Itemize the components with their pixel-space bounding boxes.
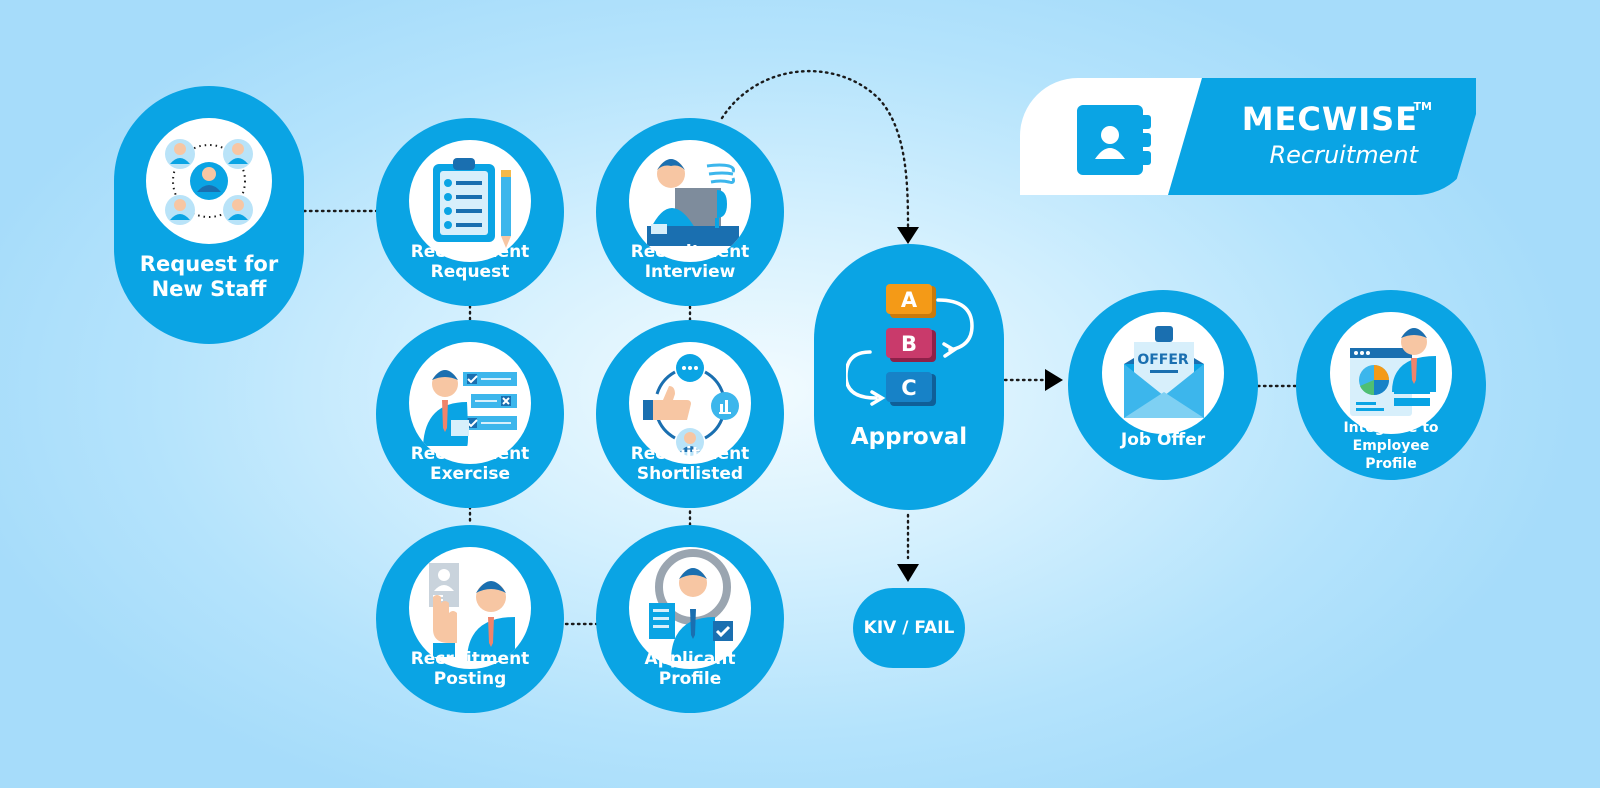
job-offer-label: Job Offer bbox=[1120, 430, 1206, 450]
shortlist-cycle-icon bbox=[629, 342, 751, 464]
node-label-line1: Request for bbox=[139, 252, 279, 276]
node-job-offer[interactable]: OFFER Job Offer bbox=[1068, 290, 1258, 480]
employee-dashboard-icon bbox=[1330, 312, 1452, 434]
node-recruitment-request[interactable]: Recruitment Request bbox=[376, 118, 564, 306]
kiv-fail-label: KIV / FAIL bbox=[863, 618, 955, 638]
node-label-line1: Integrate to bbox=[1343, 420, 1439, 436]
step-c-box bbox=[886, 372, 932, 402]
checklist-person-icon bbox=[409, 342, 531, 464]
brand-name: MECWISE bbox=[1241, 100, 1418, 138]
node-recruitment-posting[interactable]: Recruitment Posting bbox=[376, 525, 564, 713]
node-label-line2: Employee bbox=[1352, 437, 1430, 454]
node-label-line1: Recruitment bbox=[410, 649, 530, 669]
node-integrate-employee-profile[interactable]: Integrate to Employee Profile bbox=[1296, 290, 1486, 480]
node-request-new-staff[interactable]: Request for New Staff bbox=[114, 86, 304, 344]
clipboard-checklist-icon bbox=[409, 140, 531, 262]
node-label-line2: Posting bbox=[433, 669, 507, 690]
node-label-line1: Recruitment bbox=[630, 242, 750, 262]
envelope-offer-text: OFFER bbox=[1137, 352, 1189, 368]
node-label-line1: Recruitment bbox=[630, 444, 750, 464]
brand-subtitle: Recruitment bbox=[1269, 141, 1418, 169]
node-applicant-profile[interactable]: Applicant Profile bbox=[596, 525, 784, 713]
arrowhead-joboffer bbox=[1045, 369, 1063, 391]
node-label-line2: Profile bbox=[658, 669, 722, 690]
arrowhead-approval-top bbox=[897, 227, 919, 244]
node-label-line1: Recruitment bbox=[410, 444, 530, 464]
job-posting-icon bbox=[409, 547, 531, 669]
approval-label: Approval bbox=[850, 424, 968, 450]
node-label-line1: Applicant bbox=[644, 649, 736, 669]
brand-banner: MECWISE TM Recruitment bbox=[1020, 78, 1476, 195]
contact-book-icon bbox=[1077, 105, 1151, 175]
interview-desk-icon bbox=[629, 140, 751, 262]
magnifier-profile-icon bbox=[629, 547, 751, 669]
node-label-line2: Interview bbox=[644, 262, 736, 283]
step-a-label: A bbox=[900, 288, 918, 312]
connector-interview-to-approval bbox=[720, 69, 910, 228]
step-b-box bbox=[886, 328, 932, 358]
node-label-line1: Recruitment bbox=[410, 242, 530, 262]
node-label-line2: Shortlisted bbox=[636, 464, 744, 485]
team-network-icon bbox=[146, 118, 272, 244]
node-recruitment-shortlisted[interactable]: Recruitment Shortlisted bbox=[596, 320, 784, 508]
node-label-line2: Exercise bbox=[429, 464, 511, 485]
step-a-box bbox=[886, 284, 932, 314]
step-c-label: C bbox=[901, 376, 917, 400]
node-label-line3: Profile bbox=[1365, 455, 1417, 472]
node-label-line2: New Staff bbox=[151, 277, 267, 302]
brand-banner-blue bbox=[1168, 78, 1476, 195]
brand-trademark: TM bbox=[1413, 100, 1432, 113]
node-recruitment-exercise[interactable]: Recruitment Exercise bbox=[376, 320, 564, 508]
node-recruitment-interview[interactable]: Recruitment Interview bbox=[596, 118, 784, 306]
node-label-line2: Request bbox=[430, 262, 510, 283]
node-approval[interactable]: A B C Approval bbox=[814, 244, 1004, 510]
step-b-label: B bbox=[900, 332, 917, 356]
node-kiv-fail[interactable]: KIV / FAIL bbox=[853, 588, 965, 668]
arrowhead-kiv bbox=[897, 564, 919, 582]
offer-envelope-icon bbox=[1102, 312, 1224, 434]
abc-steps-icon bbox=[846, 284, 974, 406]
